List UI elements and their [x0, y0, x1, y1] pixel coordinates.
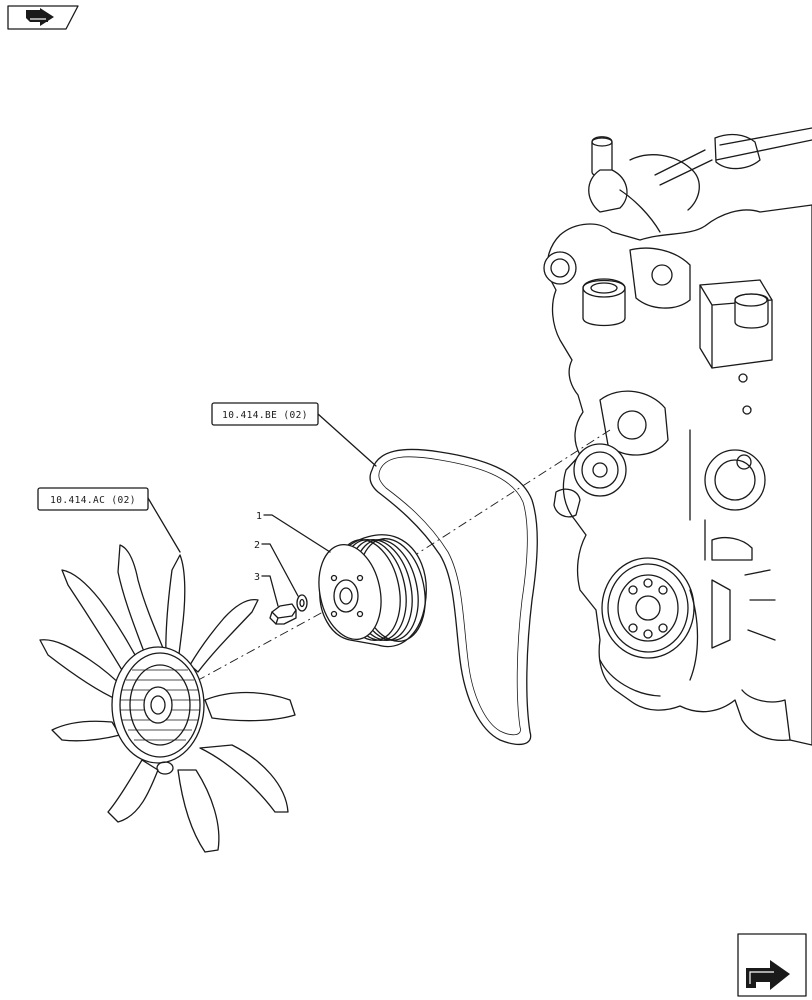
washer	[296, 594, 308, 612]
drive-belt	[369, 448, 538, 746]
item-callout-2: 2	[254, 540, 299, 597]
next-page-button[interactable]	[737, 933, 807, 997]
back-nav-button[interactable]	[7, 5, 79, 30]
cooling-fan	[39, 544, 296, 853]
fan-ref-callout[interactable]: 10.414.AC (02)	[37, 487, 181, 553]
item-number-3: 3	[254, 572, 260, 583]
item-number-2: 2	[254, 540, 260, 551]
item-callout-3: 3	[254, 572, 279, 607]
back-arrow-icon	[26, 8, 54, 26]
belt-ref-callout[interactable]: 10.414.BE (02)	[211, 402, 377, 467]
belt-ref-label: 10.414.BE (02)	[222, 410, 308, 421]
next-page-arrow-icon	[746, 960, 790, 990]
item-callout-1: 1	[256, 511, 331, 553]
pulley	[318, 534, 427, 648]
fan-ref-label: 10.414.AC (02)	[50, 495, 136, 506]
item-number-1: 1	[256, 511, 262, 522]
bolt	[269, 603, 297, 625]
engine-block	[543, 127, 812, 746]
